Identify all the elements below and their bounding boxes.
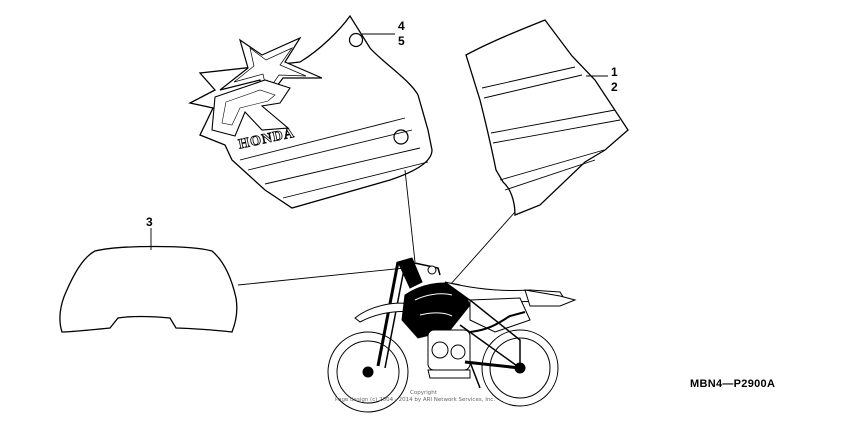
- copyright-line-1: Copyright: [410, 390, 438, 396]
- side-cover-decal[interactable]: [465, 19, 629, 216]
- callout-part-3: 3: [146, 215, 153, 229]
- visor-decal[interactable]: [59, 245, 238, 333]
- leader-lines: [150, 33, 608, 286]
- copyright-line-2: Page design (c) 2004 - 2014 by ARI Netwo…: [335, 397, 495, 403]
- diagram-code: MBN4—P2900A: [690, 378, 775, 390]
- callout-part-1: 1: [611, 65, 618, 79]
- shroud-decal-left[interactable]: HONDA: [188, 14, 433, 209]
- callout-part-2: 2: [611, 80, 618, 94]
- callout-part-4: 4: [398, 19, 405, 33]
- motorcycle-illustration: [327, 257, 577, 413]
- callout-part-5: 5: [398, 34, 405, 48]
